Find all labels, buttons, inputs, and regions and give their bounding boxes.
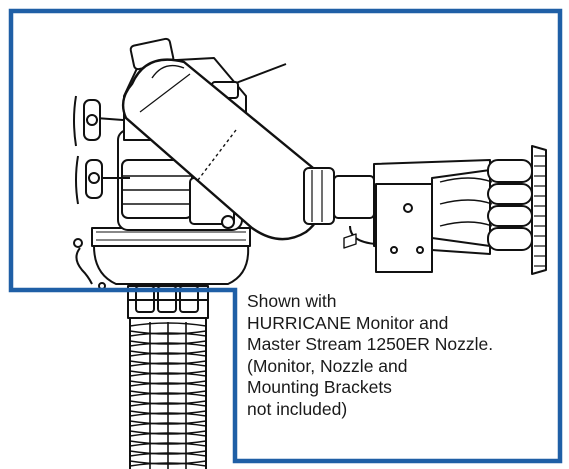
caption-line: HURRICANE Monitor and <box>247 312 449 333</box>
blue-frame <box>8 8 563 464</box>
monitor-elbow-tube <box>121 58 325 241</box>
master-stream-nozzle <box>343 145 547 275</box>
caption-line: not included) <box>247 398 348 419</box>
caption-line: Master Stream 1250ER Nozzle. <box>247 334 494 355</box>
caption-line: Mounting Brackets <box>247 377 392 398</box>
monitor-base <box>73 227 251 290</box>
handwheel-lower <box>75 155 130 205</box>
caption-line: (Monitor, Nozzle and <box>247 355 408 376</box>
flexible-riser-hose <box>127 285 209 469</box>
caption-text: Shown with HURRICANE Monitor and Master … <box>247 291 557 421</box>
caption-line: Shown with <box>247 291 337 311</box>
outlet-coupling <box>303 167 375 225</box>
